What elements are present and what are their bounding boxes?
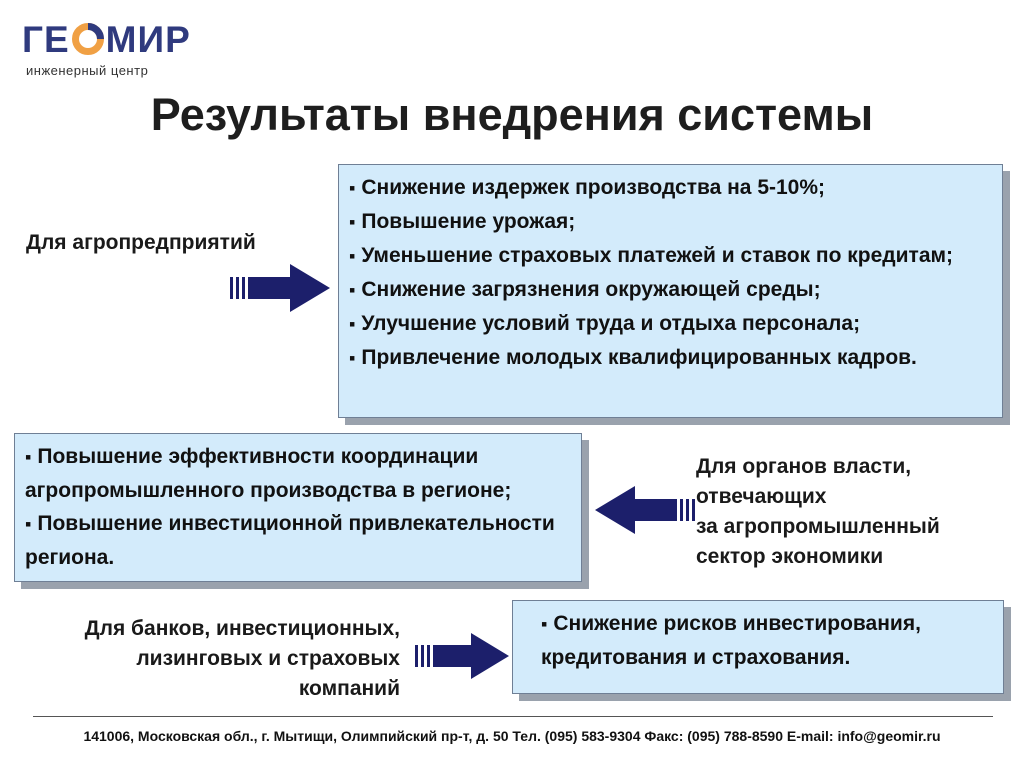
label-line: Для органов власти, (696, 455, 912, 478)
logo-text-start: ГЕ (22, 19, 70, 60)
company-logo: ГЕ МИР инженерный центр (22, 18, 190, 78)
benefit-item: Повышение инвестиционной привлекательнос… (25, 507, 571, 574)
benefit-item: Снижение издержек производства на 5-10%; (349, 171, 992, 205)
logo-wordmark: ГЕ МИР (22, 18, 191, 62)
arrow-right-icon (415, 633, 509, 679)
benefits-list-agro: Снижение издержек производства на 5-10%;… (349, 171, 992, 375)
label-line: за агропромышленный (696, 515, 940, 538)
benefit-item: Уменьшение страховых платежей и ставок п… (349, 239, 992, 273)
label-line: Для банков, инвестиционных, (84, 617, 400, 640)
label-agro-enterprises: Для агропредприятий (26, 231, 256, 254)
benefits-box-authorities: Повышение эффективности координации агро… (14, 433, 582, 582)
logo-text-end: МИР (105, 19, 191, 60)
benefit-item: Снижение рисков инвестирования, кредитов… (541, 607, 993, 674)
benefits-list-banks: Снижение рисков инвестирования, кредитов… (541, 607, 993, 674)
benefits-box-agro: Снижение издержек производства на 5-10%;… (338, 164, 1003, 418)
label-authorities: Для органов власти, отвечающих за агропр… (696, 452, 1016, 572)
label-line: лизинговых и страховых (136, 647, 400, 670)
label-banks: Для банков, инвестиционных, лизинговых и… (10, 614, 400, 704)
logo-subtitle: инженерный центр (26, 63, 149, 78)
benefits-list-authorities: Повышение эффективности координации агро… (25, 440, 571, 574)
footer-divider (33, 716, 993, 717)
label-line: отвечающих (696, 485, 827, 508)
label-line: сектор экономики (696, 545, 884, 568)
arrow-right-icon (230, 264, 330, 312)
benefits-box-banks: Снижение рисков инвестирования, кредитов… (512, 600, 1004, 694)
label-line: компаний (298, 677, 400, 700)
page-title: Результаты внедрения системы (150, 89, 874, 140)
benefit-item: Повышение урожая; (349, 205, 992, 239)
benefit-item: Привлечение молодых квалифицированных ка… (349, 341, 992, 375)
benefit-item: Снижение загрязнения окружающей среды; (349, 273, 992, 307)
arrow-left-icon (595, 486, 695, 534)
footer-contacts: 141006, Московская обл., г. Мытищи, Олим… (83, 728, 941, 744)
benefit-item: Повышение эффективности координации агро… (25, 440, 571, 507)
benefit-item: Улучшение условий труда и отдыха персона… (349, 307, 992, 341)
logo-ring-icon (71, 23, 104, 55)
